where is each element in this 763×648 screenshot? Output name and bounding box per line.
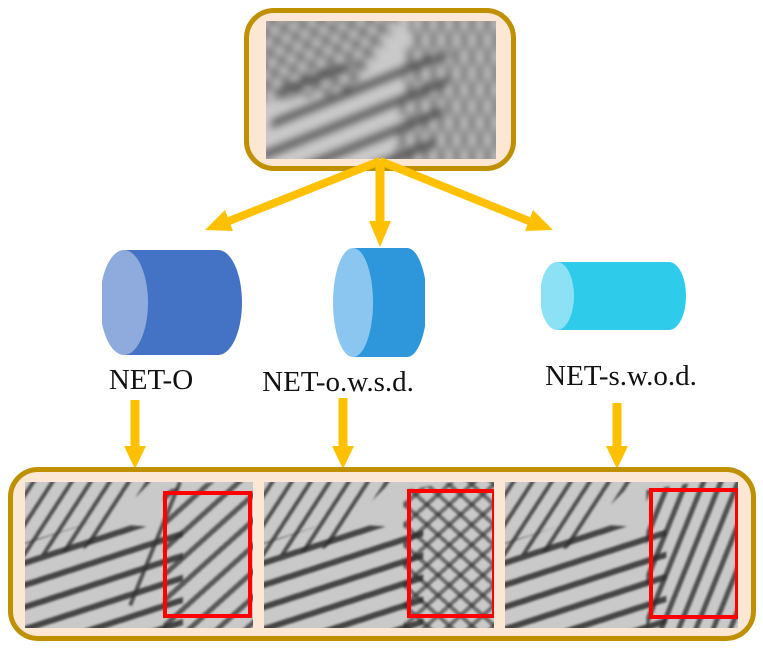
output-texture-net-o xyxy=(25,482,253,628)
blurred-input-image xyxy=(266,21,496,159)
fanout-arrow-right-head-icon xyxy=(525,210,553,231)
highlight-rect-net-owsd xyxy=(406,489,494,618)
down-arrows xyxy=(124,398,628,469)
output-image-net-owsd xyxy=(264,482,494,628)
fanout-arrow-left-head-icon xyxy=(205,210,233,231)
texture-main-zone xyxy=(505,522,667,628)
output-texture-net-owsd xyxy=(264,482,494,628)
cylinder-net-o-body xyxy=(124,250,242,355)
label-net-o: NET-O xyxy=(108,364,194,396)
texture-right-zone xyxy=(163,482,253,628)
cylinder-net-o-cap xyxy=(102,250,148,355)
down-arrow-3-head-icon xyxy=(606,446,628,469)
fanout-arrow-middle-head-icon xyxy=(369,221,391,247)
fanout-arrows xyxy=(205,157,553,247)
cylinder-net-owsd-body xyxy=(353,248,425,357)
cylinder-net-o xyxy=(102,250,242,355)
texture-main-zone xyxy=(264,522,424,628)
highlight-rect-net-o xyxy=(162,490,252,618)
highlight-rect-net-swod xyxy=(649,487,738,620)
output-image-net-o xyxy=(25,482,253,628)
cylinder-net-owsd xyxy=(333,248,425,357)
texture-right-zone xyxy=(393,21,496,159)
down-arrow-1-head-icon xyxy=(124,446,146,469)
down-arrow-2-head-icon xyxy=(332,446,354,469)
cylinder-net-swod xyxy=(541,262,686,330)
output-texture-net-swod xyxy=(505,482,738,628)
texture-right-zone xyxy=(646,482,738,628)
blurred-texture xyxy=(266,21,496,159)
texture-right-zone xyxy=(403,482,494,628)
label-net-swod: NET-s.w.o.d. xyxy=(545,360,697,392)
label-net-owsd: NET-o.w.s.d. xyxy=(262,366,414,398)
output-image-net-swod xyxy=(505,482,738,628)
cylinder-net-swod-cap xyxy=(541,262,574,330)
cylinder-net-swod-body xyxy=(557,262,686,330)
cylinder-net-owsd-cap xyxy=(333,248,373,357)
